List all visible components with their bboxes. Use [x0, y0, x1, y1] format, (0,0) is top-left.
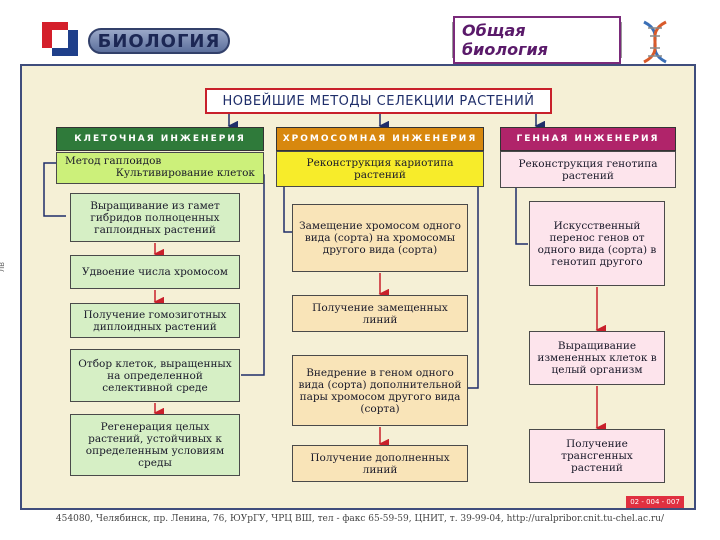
header-chromosome-engineering: ХРОМОСОМНАЯ ИНЖЕНЕРИЯ [276, 127, 484, 151]
logo-mark-icon [42, 22, 78, 56]
step-cell-1: Выращивание из гамет гибридов полноценны… [70, 193, 240, 242]
step-cell-4: Отбор клеток, выращенных на определенной… [70, 349, 240, 402]
section-badge: Общая биология [452, 16, 622, 64]
step-chrom-1: Замещение хромосом одного вида (сорта) н… [292, 204, 468, 272]
section-name: Общая биология [453, 16, 621, 64]
step-gene-2: Выращивание измененных клеток в целый ор… [529, 331, 665, 385]
diagram-title-box: НОВЕЙШИЕ МЕТОДЫ СЕЛЕКЦИИ РАСТЕНИЙ [205, 88, 552, 114]
step-chrom-3: Внедрение в геном одного вида (сорта) до… [292, 355, 468, 426]
step-gene-1: Искусственный перенос генов от одного ви… [529, 201, 665, 286]
step-chrom-4: Получение дополненных линий [292, 445, 468, 482]
subject-pill: БИОЛОГИЯ [88, 28, 230, 54]
method-box-gene: Реконструкция генотипа растений [500, 151, 676, 188]
method-culture: Культивирование клеток [115, 167, 255, 179]
step-cell-5: Регенерация целых растений, устойчивых к… [70, 414, 240, 476]
step-cell-2: Удвоение числа хромосом [70, 255, 240, 289]
header-cell-engineering: КЛЕТОЧНАЯ ИНЖЕНЕРИЯ [56, 127, 264, 151]
header-gene-engineering: ГЕННАЯ ИНЖЕНЕРИЯ [500, 127, 676, 151]
diagram-title: НОВЕЙШИЕ МЕТОДЫ СЕЛЕКЦИИ РАСТЕНИЙ [222, 93, 535, 109]
method-haploid: Метод гаплоидов [65, 155, 162, 167]
method-box-cell: Метод гаплоидов Культивирование клеток [56, 152, 264, 184]
subject-name: БИОЛОГИЯ [97, 30, 221, 52]
catalog-code: 02 - 004 - 007 [626, 496, 684, 508]
step-cell-3: Получение гомозиготных диплоидных растен… [70, 303, 240, 338]
footer-address: 454080, Челябинск, пр. Ленина, 76, ЮУрГУ… [55, 514, 665, 524]
step-chrom-2: Получение замещенных линий [292, 295, 468, 332]
step-gene-3: Получение трансгенных растений [529, 429, 665, 483]
dna-icon [643, 20, 667, 64]
method-box-chromosome: Реконструкция кариотипа растений [276, 151, 484, 187]
